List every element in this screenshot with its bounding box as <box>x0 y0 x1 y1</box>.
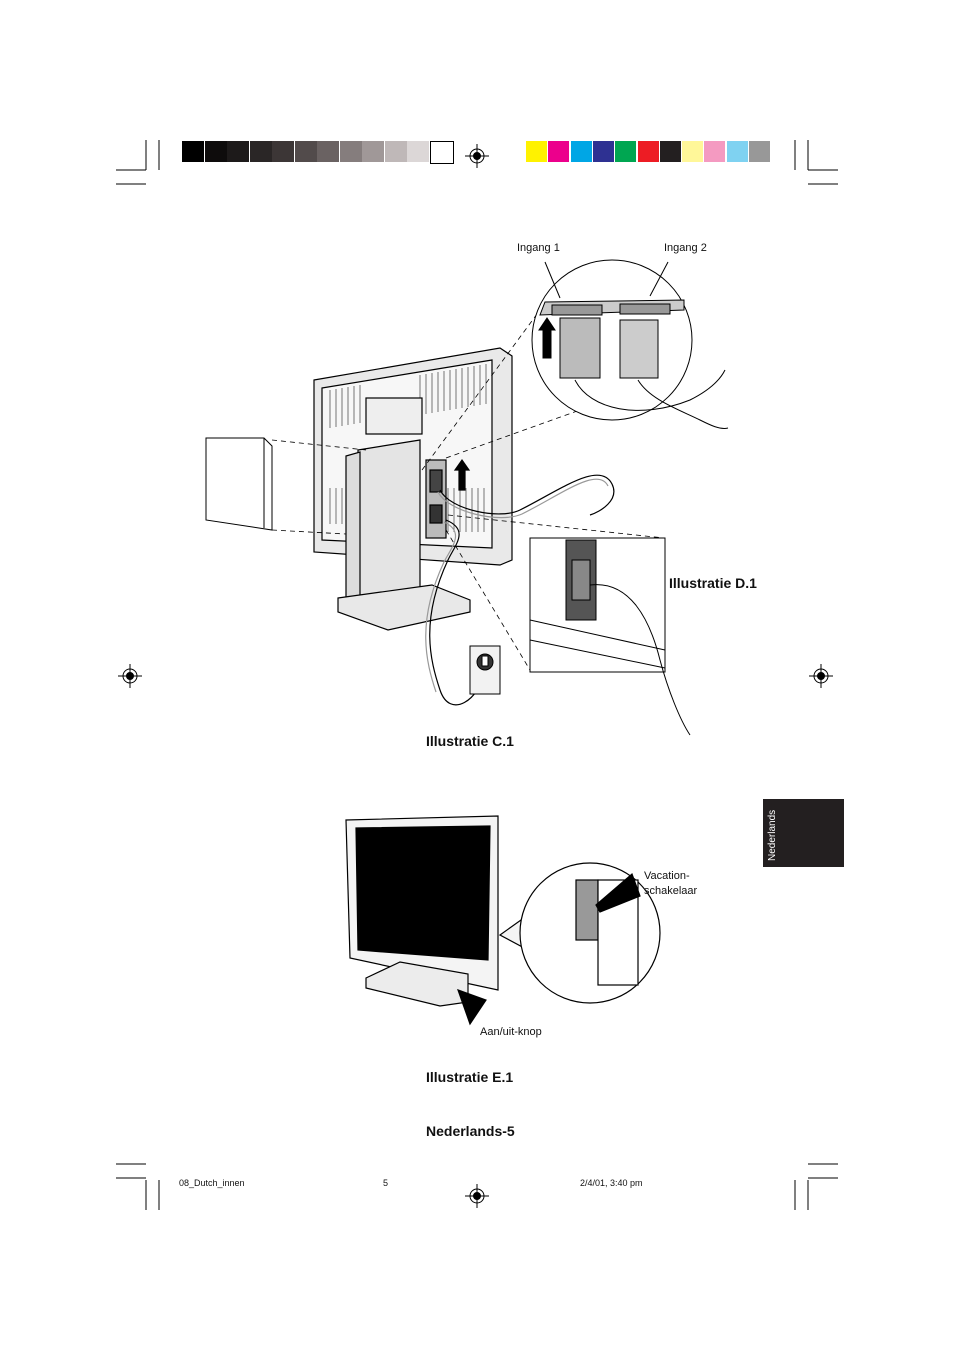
gray-swatch <box>227 141 249 162</box>
power-button-label: Aan/uit-knop <box>480 1026 542 1038</box>
gray-swatch <box>362 141 384 162</box>
illustration-c1-caption: Illustratie C.1 <box>426 733 514 749</box>
crop-marks <box>116 140 838 1210</box>
color-swatch <box>526 141 547 162</box>
gray-swatch <box>407 141 429 162</box>
color-swatch <box>615 141 637 162</box>
color-swatch <box>548 141 570 162</box>
footer-date: 2/4/01, 3:40 pm <box>580 1178 643 1188</box>
monitor-rear-illustration <box>313 347 513 631</box>
footer-page-number: 5 <box>383 1178 389 1188</box>
gray-swatch <box>182 141 204 162</box>
vacation-label-line1: Vacation- <box>644 870 690 882</box>
gray-swatch <box>429 141 454 164</box>
gray-swatch <box>272 141 294 162</box>
color-swatch <box>592 141 614 162</box>
cover-panel <box>205 437 273 531</box>
projection-lines <box>271 309 665 671</box>
color-swatch <box>682 141 704 162</box>
ingang-1-label: Ingang 1 <box>517 242 560 254</box>
color-swatch <box>659 141 681 162</box>
gray-swatch <box>384 141 407 162</box>
registration-mark-bottom <box>465 1184 489 1208</box>
wall-outlet <box>469 645 501 695</box>
monitor-front-illustration <box>345 815 661 1026</box>
registration-mark-right <box>809 664 833 688</box>
color-swatch <box>726 141 748 162</box>
gray-swatch <box>317 141 339 162</box>
gray-swatch <box>339 141 362 162</box>
cables <box>425 474 615 706</box>
page-title: Nederlands-5 <box>426 1123 515 1139</box>
gray-swatch <box>249 141 272 162</box>
language-tab: Nederlands <box>763 799 844 867</box>
vacation-label-line2: schakelaar <box>644 885 698 897</box>
color-swatch <box>704 141 726 162</box>
registration-mark-left <box>118 664 142 688</box>
power-detail-box <box>529 537 691 736</box>
gray-swatch <box>294 141 317 162</box>
color-swatch <box>637 141 659 162</box>
ingang-2-label: Ingang 2 <box>664 242 707 254</box>
illustration-e1-caption: Illustratie E.1 <box>426 1069 514 1085</box>
illustration-d1-caption: Illustratie D.1 <box>669 575 757 591</box>
color-swatch <box>749 141 770 162</box>
gray-swatch <box>204 141 227 162</box>
language-tab-label: Nederlands <box>767 809 778 861</box>
color-swatch <box>570 141 592 162</box>
footer-filename: 08_Dutch_innen <box>179 1178 245 1188</box>
registration-mark-top <box>465 144 489 168</box>
connector-detail-callout <box>531 259 729 429</box>
